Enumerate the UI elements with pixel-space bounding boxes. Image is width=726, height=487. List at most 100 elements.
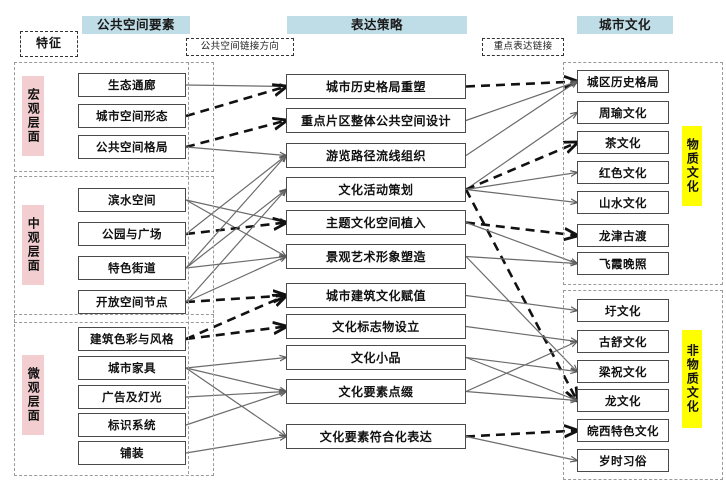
link-c10-r11 xyxy=(465,390,577,401)
node-culture-label: 龙文化 xyxy=(605,393,641,408)
node-strategy-c3[interactable]: 游览路径流线组织 xyxy=(286,143,466,168)
node-culture-label: 山水文化 xyxy=(599,195,647,210)
node-space-element-l1[interactable]: 生态通廊 xyxy=(78,73,186,97)
node-culture-label: 岁时习俗 xyxy=(599,453,647,468)
node-culture-label: 红色文化 xyxy=(599,165,647,180)
node-strategy-c9[interactable]: 文化小品 xyxy=(286,345,466,370)
node-culture-r5[interactable]: 山水文化 xyxy=(577,191,669,214)
node-space-element-l11[interactable]: 标识系统 xyxy=(78,413,186,437)
node-space-element-l8[interactable]: 建筑色彩与风格 xyxy=(78,327,186,351)
node-culture-label: 龙津古渡 xyxy=(599,228,647,243)
node-strategy-c11[interactable]: 文化要素符合化表达 xyxy=(286,424,466,449)
node-culture-label: 周瑜文化 xyxy=(599,105,647,120)
link-c3-r1 xyxy=(465,82,577,156)
node-culture-r1[interactable]: 城区历史格局 xyxy=(577,70,669,93)
node-space-element-l5[interactable]: 公园与广场 xyxy=(78,222,186,246)
node-space-element-label: 生态通廊 xyxy=(108,78,156,92)
node-space-element-label: 建筑色彩与风格 xyxy=(90,332,174,346)
node-culture-r9[interactable]: 古舒文化 xyxy=(577,330,669,353)
node-strategy-label: 游览路径流线组织 xyxy=(325,149,426,163)
node-culture-label: 皖西特色文化 xyxy=(587,423,659,438)
link-c7-r8 xyxy=(465,294,577,311)
node-culture-r2[interactable]: 周瑜文化 xyxy=(577,101,669,124)
node-culture-r3[interactable]: 茶文化 xyxy=(577,131,669,154)
node-strategy-c1[interactable]: 城市历史格局重塑 xyxy=(286,74,466,99)
link-c9-r10 xyxy=(465,356,577,372)
node-culture-r10[interactable]: 梁祝文化 xyxy=(577,360,669,383)
group-meso-level xyxy=(14,176,214,323)
node-strategy-label: 景观艺术形象塑造 xyxy=(325,250,426,264)
link-c2-r1 xyxy=(465,82,577,122)
feature-label: 特征 xyxy=(20,31,78,57)
group-immaterial-culture xyxy=(563,290,723,480)
level-label-micro: 微观层面 xyxy=(22,355,44,435)
node-culture-r13[interactable]: 岁时习俗 xyxy=(577,449,669,472)
node-space-element-l7[interactable]: 开放空间节点 xyxy=(78,290,186,314)
node-space-element-l6[interactable]: 特色街道 xyxy=(78,256,186,280)
node-strategy-label: 文化要素符合化表达 xyxy=(319,430,433,444)
node-space-element-label: 广告及灯光 xyxy=(102,390,162,404)
node-space-element-l12[interactable]: 铺装 xyxy=(78,441,186,465)
node-strategy-label: 文化活动策划 xyxy=(338,183,414,197)
link-c11-r13 xyxy=(465,435,577,461)
link-c4-r11 xyxy=(464,188,577,401)
group-material-culture xyxy=(563,62,723,285)
node-culture-r8[interactable]: 圩文化 xyxy=(577,299,669,322)
link-c4-r3 xyxy=(465,143,577,191)
group-macro-level xyxy=(14,62,214,172)
link-c6-r7 xyxy=(465,255,577,264)
legend-public-space-link: 公共空间链接方向 xyxy=(186,38,294,56)
link-c1-r1 xyxy=(465,82,577,87)
node-space-element-l3[interactable]: 公共空间格局 xyxy=(78,135,186,159)
node-culture-r6[interactable]: 龙津古渡 xyxy=(577,224,669,247)
node-space-element-label: 滨水空间 xyxy=(108,193,156,207)
node-culture-r7[interactable]: 飞霞晚照 xyxy=(577,252,669,275)
node-strategy-label: 文化要素点缀 xyxy=(338,385,414,399)
node-space-element-l10[interactable]: 广告及灯光 xyxy=(78,385,186,409)
node-culture-r12[interactable]: 皖西特色文化 xyxy=(577,419,669,442)
node-strategy-c7[interactable]: 城市建筑文化赋值 xyxy=(286,283,466,308)
node-strategy-c5[interactable]: 主题文化空间植入 xyxy=(286,210,466,235)
node-space-element-label: 标识系统 xyxy=(108,418,156,432)
node-space-element-l4[interactable]: 滨水空间 xyxy=(78,188,186,212)
node-strategy-label: 主题文化空间植入 xyxy=(325,216,426,230)
link-c4-r4 xyxy=(465,173,577,191)
link-c4-r2 xyxy=(465,113,577,190)
node-culture-label: 茶文化 xyxy=(605,135,641,150)
node-space-element-label: 特色街道 xyxy=(108,261,156,275)
link-c5-r6 xyxy=(465,221,577,236)
node-culture-label: 城区历史格局 xyxy=(587,74,659,89)
node-culture-r4[interactable]: 红色文化 xyxy=(577,161,669,184)
header-public-space-elements: 公共空间要素 xyxy=(82,16,190,34)
node-strategy-c4[interactable]: 文化活动策划 xyxy=(286,177,466,202)
link-c4-r5 xyxy=(465,188,577,203)
node-strategy-c2[interactable]: 重点片区整体公共空间设计 xyxy=(286,108,466,133)
node-strategy-c10[interactable]: 文化要素点缀 xyxy=(286,379,466,404)
node-culture-label: 梁祝文化 xyxy=(599,364,647,379)
node-space-element-label: 公共空间格局 xyxy=(96,140,168,154)
node-strategy-c8[interactable]: 文化标志物设立 xyxy=(286,314,466,339)
node-strategy-label: 重点片区整体公共空间设计 xyxy=(300,114,451,128)
link-c5-r7 xyxy=(465,221,577,264)
node-strategy-label: 文化小品 xyxy=(350,351,401,365)
header-expression-strategy: 表达策略 xyxy=(287,16,467,34)
node-culture-label: 飞霞晚照 xyxy=(599,256,647,271)
node-strategy-label: 城市建筑文化赋值 xyxy=(325,289,426,303)
node-strategy-label: 城市历史格局重塑 xyxy=(325,80,426,94)
header-urban-culture: 城市文化 xyxy=(577,16,673,34)
link-c6-r10 xyxy=(465,256,577,372)
node-strategy-c6[interactable]: 景观艺术形象塑造 xyxy=(286,244,466,269)
node-space-element-label: 开放空间节点 xyxy=(96,295,168,309)
node-space-element-label: 城市空间形态 xyxy=(96,109,168,123)
level-label-meso: 中观层面 xyxy=(22,205,44,285)
node-culture-r11[interactable]: 龙文化 xyxy=(577,389,669,412)
link-c8-r9 xyxy=(465,325,577,342)
group-micro-level xyxy=(14,314,214,476)
node-space-element-l9[interactable]: 城市家具 xyxy=(78,356,186,380)
left-column-divider xyxy=(188,62,189,474)
node-space-element-l2[interactable]: 城市空间形态 xyxy=(78,104,186,128)
node-space-element-label: 城市家具 xyxy=(108,361,156,375)
node-space-element-label: 公园与广场 xyxy=(102,227,162,241)
legend-key-expression-link: 重点表达链接 xyxy=(482,38,564,56)
